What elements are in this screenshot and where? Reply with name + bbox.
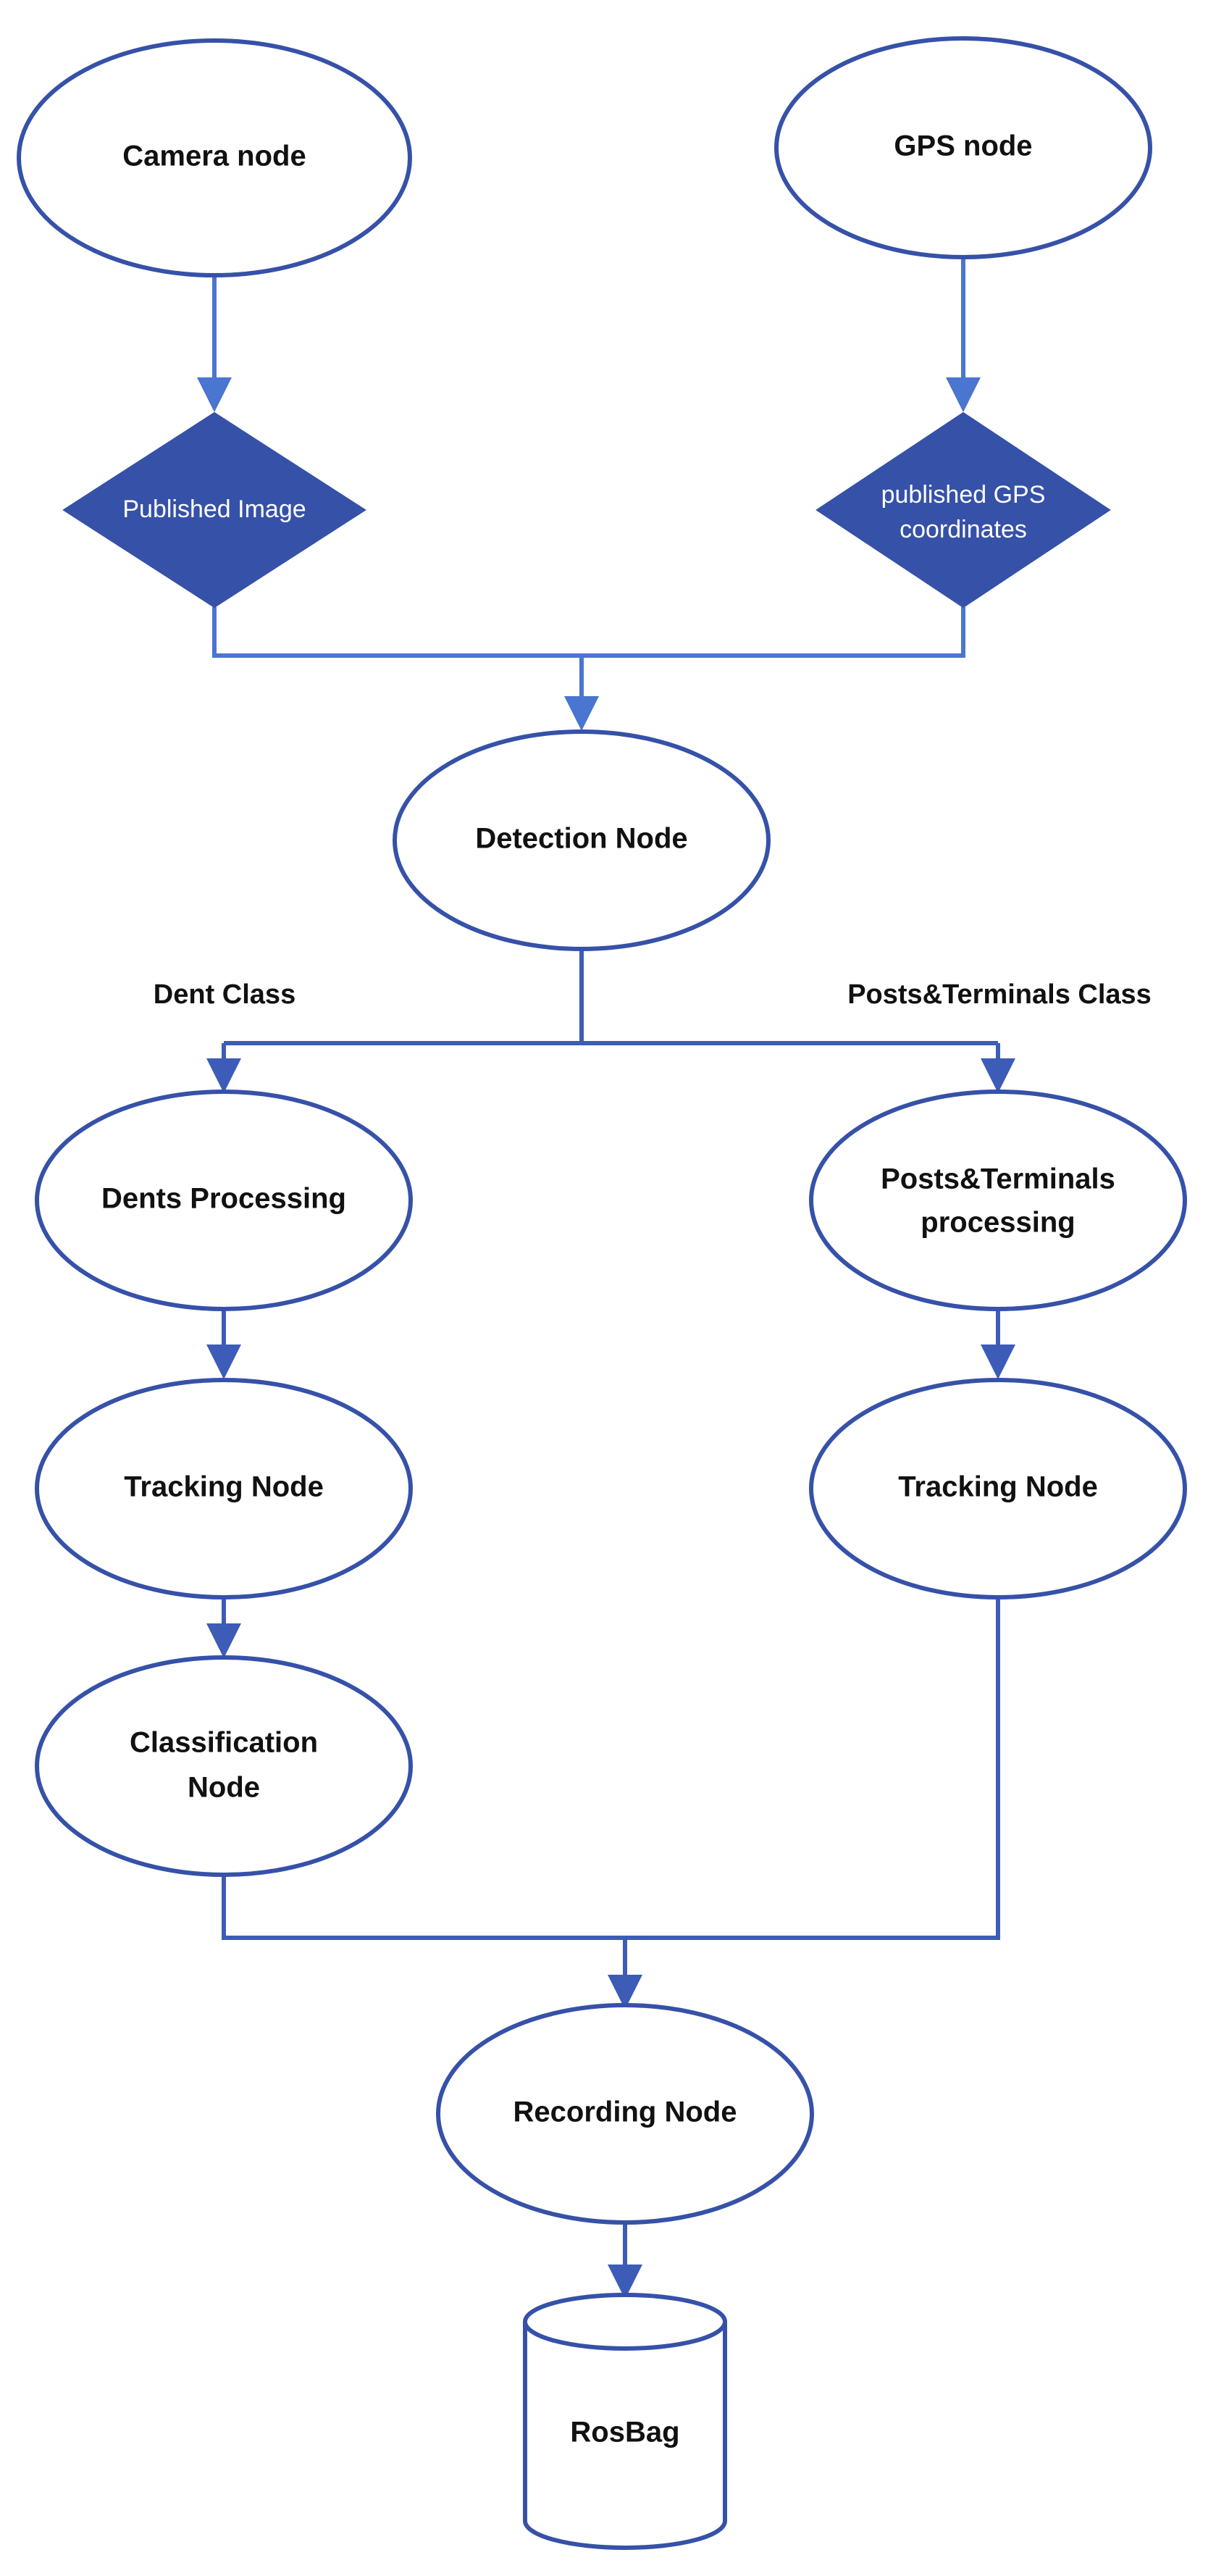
connector-merge-to-detection (212, 607, 965, 658)
connector-classification-merge (222, 1597, 1000, 1940)
published-image-decision[interactable]: Published Image (62, 411, 366, 609)
camera-node-shape (17, 38, 412, 277)
posts-class-label: Posts&Terminals Class (847, 979, 1152, 1010)
dent-class-label: Dent Class (154, 979, 295, 1010)
classification-node[interactable]: Classification Node (35, 1655, 413, 1877)
classification-label-line2: Node (188, 1772, 260, 1804)
recording-node-label: Recording Node (513, 2096, 737, 2128)
camera-node-label: Camera node (122, 141, 306, 172)
tracking-node-right-label: Tracking Node (898, 1471, 1098, 1503)
rosbag-database[interactable]: RosBag (523, 2293, 727, 2550)
classification-node-shape (35, 1655, 413, 1877)
tracking-node-right-shape (809, 1378, 1187, 1599)
tracking-node-left-label: Tracking Node (124, 1471, 324, 1503)
tracking-node-left[interactable]: Tracking Node (35, 1378, 413, 1599)
gps-node[interactable]: GPS node (774, 36, 1152, 259)
posts-processing-label-line1: Posts&Terminals (881, 1163, 1115, 1195)
published-gps-label-line1: published GPS (881, 481, 1046, 509)
published-image-shape (62, 411, 366, 609)
rosbag-cylinder-top (523, 2293, 727, 2351)
gps-node-label: GPS node (894, 130, 1032, 162)
detection-node[interactable]: Detection Node (393, 729, 771, 951)
published-gps-label-line2: coordinates (900, 516, 1027, 543)
posts-processing-shape (809, 1090, 1187, 1311)
dents-processing-shape (35, 1090, 413, 1311)
dents-processing-label: Dents Processing (101, 1183, 346, 1215)
camera-node[interactable]: Camera node (17, 38, 412, 277)
posts-processing-label-line2: processing (921, 1207, 1075, 1239)
rosbag-cylinder-body (523, 2322, 727, 2550)
recording-node[interactable]: Recording Node (436, 2003, 814, 2225)
dents-processing-node[interactable]: Dents Processing (35, 1090, 413, 1311)
detection-node-shape (393, 729, 771, 951)
detection-node-label: Detection Node (475, 823, 687, 855)
posts-processing-node[interactable]: Posts&Terminals processing (809, 1090, 1187, 1311)
published-image-label: Published Image (122, 495, 306, 523)
gps-node-shape (774, 36, 1152, 259)
published-gps-shape (815, 411, 1111, 609)
recording-node-shape (436, 2003, 814, 2225)
rosbag-label: RosBag (570, 2417, 679, 2449)
published-gps-decision[interactable]: published GPS coordinates (815, 411, 1111, 609)
tracking-node-right[interactable]: Tracking Node (809, 1378, 1187, 1599)
tracking-node-left-shape (35, 1378, 413, 1599)
classification-label-line1: Classification (130, 1727, 318, 1759)
